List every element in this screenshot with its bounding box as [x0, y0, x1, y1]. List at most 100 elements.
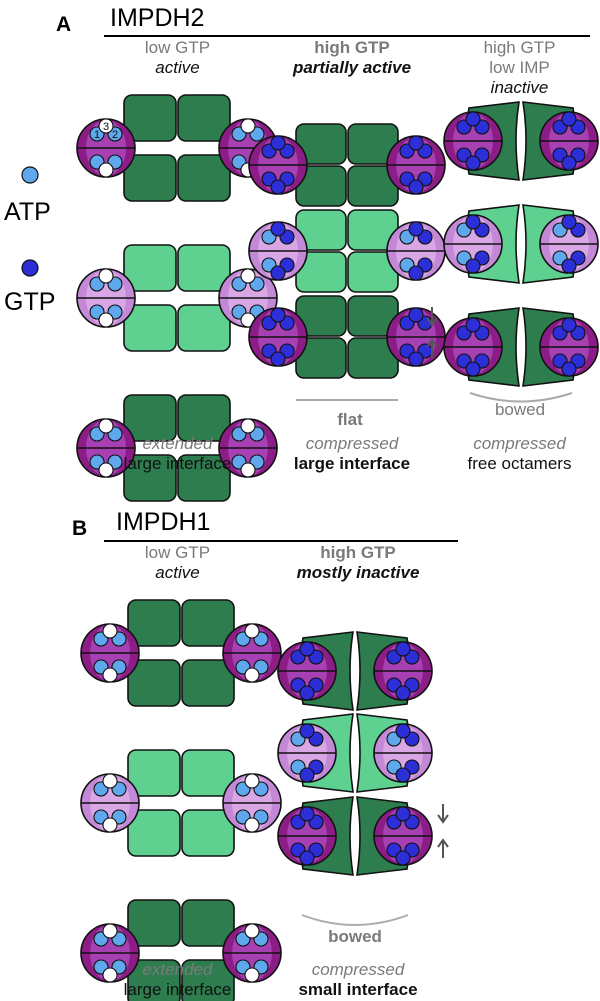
gtp-site [395, 850, 411, 866]
catalytic-domain [177, 304, 231, 352]
b-bowed-filament [277, 631, 433, 876]
a-flat-filament [248, 123, 446, 379]
gtp-site [465, 361, 481, 377]
b-bowed-arc [301, 914, 409, 926]
bateman-right [386, 221, 446, 281]
bateman-left [76, 268, 136, 328]
gtp-site [299, 685, 315, 701]
bateman-right [373, 641, 433, 701]
empty-site [244, 773, 260, 789]
a-col3-footer-line1: compressed [473, 434, 566, 453]
gtp-site [408, 135, 424, 151]
catalytic-domain [123, 94, 177, 142]
bateman-right [539, 317, 599, 377]
gtp-site [395, 641, 411, 657]
gtp-site [465, 258, 481, 274]
bateman-left [277, 723, 337, 783]
gtp-site [299, 850, 315, 866]
catalytic-domain [177, 154, 231, 202]
a-col2-header-line1: high GTP [314, 38, 390, 57]
panel-a-title: IMPDH2 [110, 4, 205, 32]
b-compression-arrows [437, 804, 449, 858]
gtp-site [395, 723, 411, 739]
bateman-right [373, 806, 433, 866]
bateman-left [443, 317, 503, 377]
legend-gtp-label: GTP [4, 288, 56, 316]
arrow-up-head [426, 338, 438, 348]
b-bowed-label: bowed [328, 927, 382, 946]
gtp-site [561, 111, 577, 127]
catalytic-domain [177, 244, 231, 292]
empty-site [102, 667, 118, 683]
gtp-site [270, 135, 286, 151]
bateman-left [80, 623, 140, 683]
catalytic-domain [127, 599, 181, 647]
gtp-site [465, 155, 481, 171]
bateman-right [539, 111, 599, 171]
b-col2-header-line2: mostly inactive [296, 563, 420, 582]
catalytic-domain [123, 244, 177, 292]
bateman-left [277, 641, 337, 701]
catalytic-domain [123, 454, 177, 502]
bateman-left [248, 135, 308, 195]
bateman-left [248, 221, 308, 281]
gtp-site [561, 155, 577, 171]
site-number: 1 [94, 129, 100, 141]
catalytic-domain [127, 659, 181, 707]
catalytic-domain [177, 394, 231, 442]
empty-site [240, 268, 256, 284]
gtp-site [408, 179, 424, 195]
empty-site [240, 118, 256, 134]
empty-site [102, 923, 118, 939]
bateman-left [443, 111, 503, 171]
gtp-site [270, 307, 286, 323]
bateman-left [248, 307, 308, 367]
b-col2-header-line1: high GTP [320, 543, 396, 562]
gtp-site [408, 307, 424, 323]
gtp-site [299, 806, 315, 822]
empty-site [98, 462, 114, 478]
legend [21, 166, 39, 277]
gtp-site [395, 685, 411, 701]
a-col1-header-line2: active [155, 58, 200, 77]
gtp-site [270, 265, 286, 281]
empty-site [244, 967, 260, 983]
a-col2-header-line2: partially active [292, 58, 412, 77]
arrow-up-head [437, 838, 449, 848]
b-col1-header-line2: active [155, 563, 200, 582]
empty-site [240, 418, 256, 434]
b-col1-header-line1: low GTP [144, 543, 211, 562]
catalytic-domain [181, 959, 235, 1001]
a-col3-header-line2: low IMP [489, 58, 550, 77]
catalytic-domain [123, 304, 177, 352]
gtp-site [465, 317, 481, 333]
site-number: 3 [103, 121, 109, 133]
catalytic-domain [123, 154, 177, 202]
gtp-site [408, 265, 424, 281]
a-compression-arrows [426, 307, 438, 358]
catalytic-domain [177, 454, 231, 502]
empty-site [98, 418, 114, 434]
gtp-site [299, 723, 315, 739]
a-col2-footer-line2: large interface [293, 454, 411, 473]
a-bowed-arc [469, 392, 573, 403]
gtp-site [561, 258, 577, 274]
catalytic-domain [181, 659, 235, 707]
bateman-right [222, 923, 282, 983]
catalytic-domain [127, 749, 181, 797]
panel-b-letter: B [72, 517, 88, 540]
catalytic-domain [181, 749, 235, 797]
catalytic-domain [123, 394, 177, 442]
a-col2-footer-line1: compressed [305, 434, 399, 453]
site-number: 2 [112, 129, 118, 141]
bateman-right [386, 135, 446, 195]
gtp-site [561, 361, 577, 377]
a-col1-header-line1: low GTP [144, 38, 211, 57]
bateman-right [222, 623, 282, 683]
gtp-site [408, 351, 424, 367]
a-bowed-label: bowed [494, 400, 546, 419]
